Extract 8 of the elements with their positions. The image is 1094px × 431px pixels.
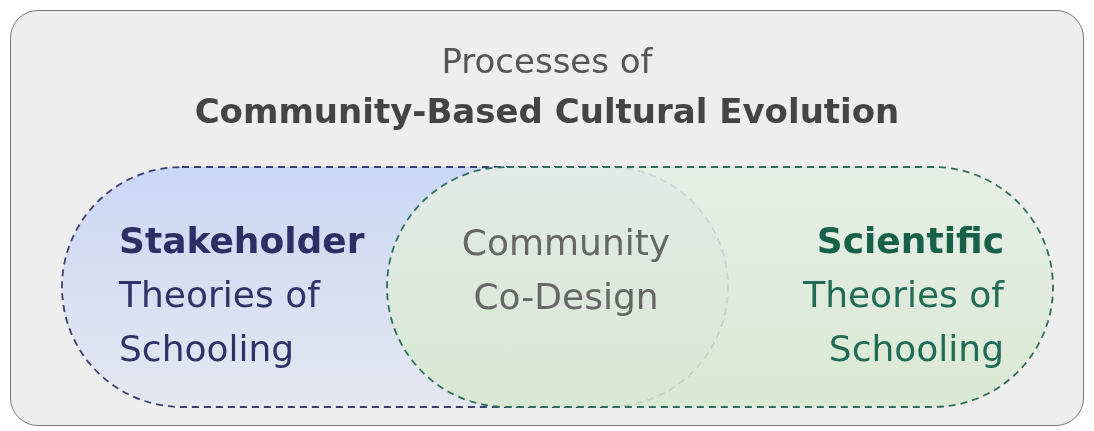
title-text: Processes of: [440, 41, 654, 81]
body-text: Theories of Schooling: [119, 273, 322, 371]
heading-text: Stakeholder: [119, 219, 366, 263]
heading-text: Scientific: [815, 219, 1004, 263]
heading-text: Community-Based Cultural Evolution: [193, 91, 901, 131]
overlap-label: Community Co-Design: [461, 221, 671, 319]
body-text: Theories of Schooling: [802, 273, 1004, 371]
panel-background: [10, 10, 1084, 426]
